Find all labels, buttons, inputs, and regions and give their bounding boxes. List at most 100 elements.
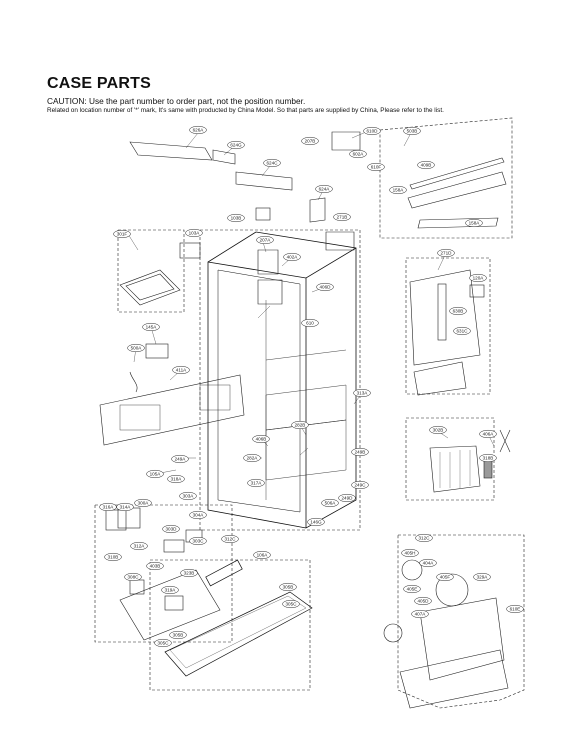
callout-319a: 319A [161, 585, 179, 595]
callout-411a: 411A [172, 365, 190, 375]
callout-624a: 624A [315, 184, 333, 194]
svg-text:249D: 249D [342, 496, 354, 501]
main-cabinet [207, 231, 357, 529]
callout-312c: 312C [415, 533, 433, 543]
callout-312a: 312A [130, 541, 148, 551]
svg-text:610D: 610D [367, 129, 379, 134]
callout-405h: 405H [401, 548, 419, 558]
svg-text:329A: 329A [477, 575, 489, 580]
svg-text:249C: 249C [355, 483, 367, 488]
svg-text:407A: 407A [415, 612, 427, 617]
svg-text:302B: 302B [433, 428, 444, 433]
gasket-strip [407, 157, 507, 229]
group-outline-machine-room [94, 504, 233, 643]
callout-316a: 316A [99, 502, 117, 512]
svg-text:610: 610 [306, 321, 314, 326]
callout-318a: 318A [167, 474, 185, 484]
callout-626a: 626A [189, 125, 207, 135]
svg-text:405D: 405D [418, 599, 430, 604]
callout-610d: 610D [363, 126, 381, 136]
svg-text:405F: 405F [440, 575, 451, 580]
svg-text:318B: 318B [483, 456, 494, 461]
svg-text:503B: 503B [407, 129, 418, 134]
svg-text:207A: 207A [260, 238, 272, 243]
callout-602a: 602A [349, 149, 367, 159]
svg-text:310B: 310B [108, 555, 119, 560]
callout-317a: 317A [247, 478, 265, 488]
callout-313a: 313A [353, 388, 371, 398]
callout-282b: 282B [291, 420, 309, 430]
wire-harness [105, 343, 203, 553]
leader-lines [127, 130, 495, 475]
svg-text:308C: 308C [128, 575, 140, 580]
left-duct-panel [99, 374, 245, 446]
svg-text:317A: 317A [251, 481, 263, 486]
callout-405e: 405E [403, 584, 421, 594]
callout-146g: 146G [307, 517, 325, 527]
svg-text:626A: 626A [193, 128, 205, 133]
svg-text:316A: 316A [103, 505, 115, 510]
callout-402a: 402A [283, 252, 301, 262]
svg-text:624C: 624C [267, 161, 279, 166]
svg-text:506A: 506A [325, 501, 337, 506]
callout-404a: 404A [419, 558, 437, 568]
svg-text:271D: 271D [441, 251, 453, 256]
svg-text:304A: 304A [193, 513, 205, 518]
callout-610f: 610F [367, 162, 385, 172]
callout-305b: 305B [279, 582, 297, 592]
caution-text: CAUTION: Use the part number to order pa… [47, 96, 306, 106]
callout-103b: 103B [227, 213, 245, 223]
callout-207b: 207B [301, 136, 319, 146]
svg-text:405E: 405E [407, 587, 418, 592]
svg-text:303C: 303C [193, 539, 205, 544]
svg-text:602A: 602A [353, 152, 365, 157]
svg-text:318A: 318A [171, 477, 183, 482]
svg-text:630B: 630B [453, 309, 464, 314]
svg-text:313A: 313A [357, 391, 369, 396]
svg-text:103A: 103A [189, 231, 201, 236]
svg-text:409B: 409B [421, 163, 432, 168]
callout-624c: 624C [263, 158, 281, 168]
svg-text:405H: 405H [405, 551, 416, 556]
svg-text:282B: 282B [295, 423, 306, 428]
svg-text:314A: 314A [120, 505, 132, 510]
callout-403b: 403B [146, 561, 164, 571]
svg-text:207B: 207B [305, 139, 316, 144]
callout-300a: 300A [134, 498, 152, 508]
svg-text:103B: 103B [231, 216, 242, 221]
callout-406b: 406B [252, 434, 270, 444]
callout-409b: 409B [417, 160, 435, 170]
base-plate [164, 559, 313, 677]
callout-405d: 405D [414, 596, 432, 606]
callout-624g: 624G [227, 140, 245, 150]
group-outline-icemaker [405, 417, 495, 501]
svg-text:305B: 305B [283, 585, 294, 590]
callout-303a: 303A [179, 491, 197, 501]
callout-301f: 301F [113, 229, 131, 239]
callout-329a: 329A [473, 572, 491, 582]
group-outline-cabinet [199, 229, 361, 531]
svg-text:282A: 282A [247, 456, 259, 461]
callout-249d: 249D [338, 493, 356, 503]
related-note: Related on location number of '*' mark, … [47, 107, 444, 114]
svg-text:610F: 610F [371, 165, 382, 170]
svg-text:106A: 106A [257, 553, 269, 558]
callout-304a: 304A [189, 510, 207, 520]
svg-text:406D: 406D [320, 285, 332, 290]
callout-503b: 503B [403, 126, 421, 136]
callout-145a: 145A [142, 322, 160, 332]
callout-303c: 303C [189, 536, 207, 546]
svg-text:249B: 249B [355, 450, 366, 455]
callout-106a: 106A [253, 550, 271, 560]
callout-630b: 630B [449, 306, 467, 316]
evaporator-panel [409, 269, 485, 396]
dispenser-assembly [383, 559, 509, 709]
svg-text:624G: 624G [230, 143, 242, 148]
callout-305b: 305B [169, 630, 187, 640]
callout-407a: 407A [411, 609, 429, 619]
page-title: CASE PARTS [47, 75, 151, 92]
svg-text:403B: 403B [150, 564, 161, 569]
svg-text:312C: 312C [225, 537, 237, 542]
group-outline-gasket [379, 117, 513, 239]
